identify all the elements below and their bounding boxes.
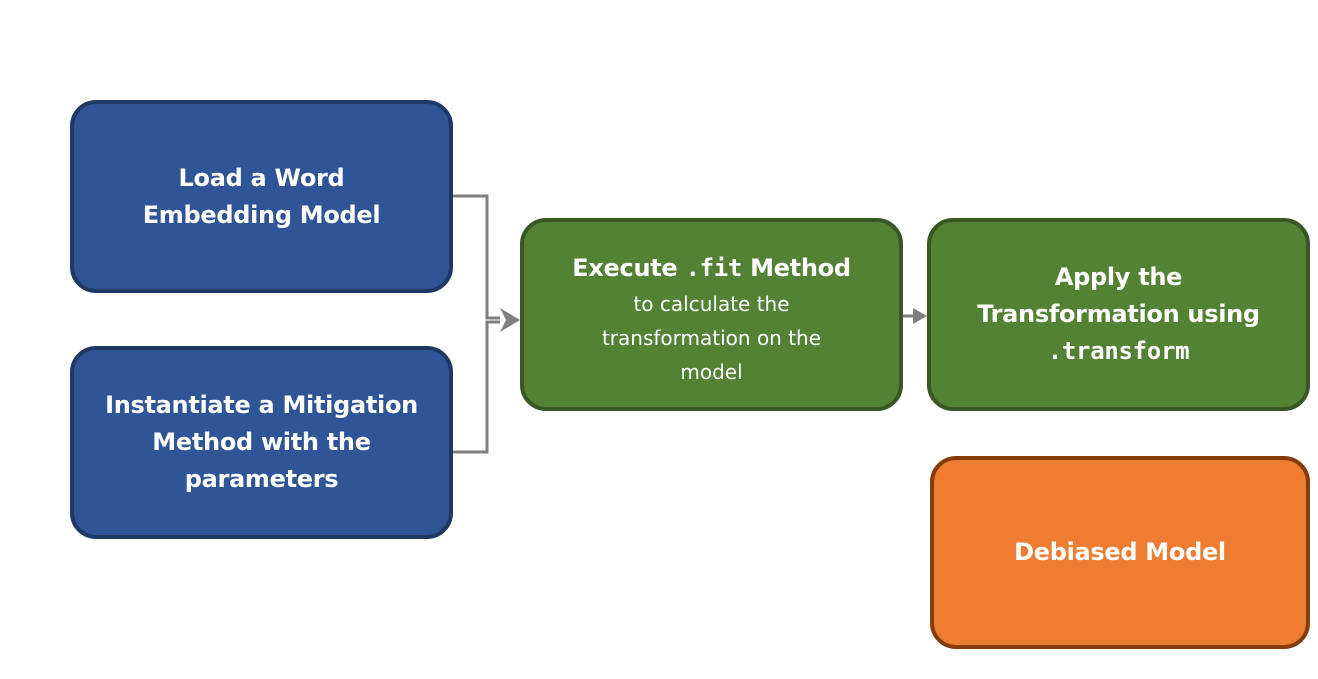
fit-box-suffix: Method bbox=[750, 254, 851, 282]
apply-box-code: .transform bbox=[1047, 337, 1190, 365]
debiased-box-label: Debiased Model bbox=[1014, 538, 1226, 566]
apply-transformation-box: Apply the Transformation using .transfor… bbox=[927, 218, 1310, 411]
execute-fit-method-box: Execute .fit Method to calculate the tra… bbox=[520, 218, 903, 411]
fit-box-code: .fit bbox=[685, 254, 743, 282]
load-box-line-2: Embedding Model bbox=[142, 200, 381, 229]
instantiate-mitigation-method-box: Instantiate a Mitigation Method with the… bbox=[70, 346, 453, 539]
fit-box-prefix: Execute bbox=[572, 254, 678, 282]
connector-instantiate-to-fit bbox=[453, 320, 500, 454]
fit-box-desc-line-2: transformation on the bbox=[601, 326, 822, 350]
instantiate-box-line-2: Method with the bbox=[152, 428, 371, 456]
debiased-model-box: Debiased Model bbox=[930, 456, 1310, 649]
connector-load-to-fit bbox=[453, 194, 500, 320]
load-word-embedding-model-box: Load a Word Embedding Model bbox=[70, 100, 453, 293]
fit-box-desc-line-1: to calculate the bbox=[633, 292, 790, 316]
arrow-into-apply bbox=[913, 308, 927, 324]
load-box-line-1: Load a Word bbox=[178, 163, 345, 192]
fit-box-desc-line-3: model bbox=[680, 360, 743, 384]
fit-box-title: Execute .fit Method bbox=[572, 250, 851, 287]
instantiate-box-line-3: parameters bbox=[184, 465, 339, 493]
apply-box-line-1: Apply the bbox=[1054, 263, 1183, 291]
arrow-into-fit bbox=[500, 308, 520, 332]
apply-box-line-2: Transformation using bbox=[977, 300, 1260, 328]
instantiate-box-line-1: Instantiate a Mitigation bbox=[105, 391, 418, 419]
